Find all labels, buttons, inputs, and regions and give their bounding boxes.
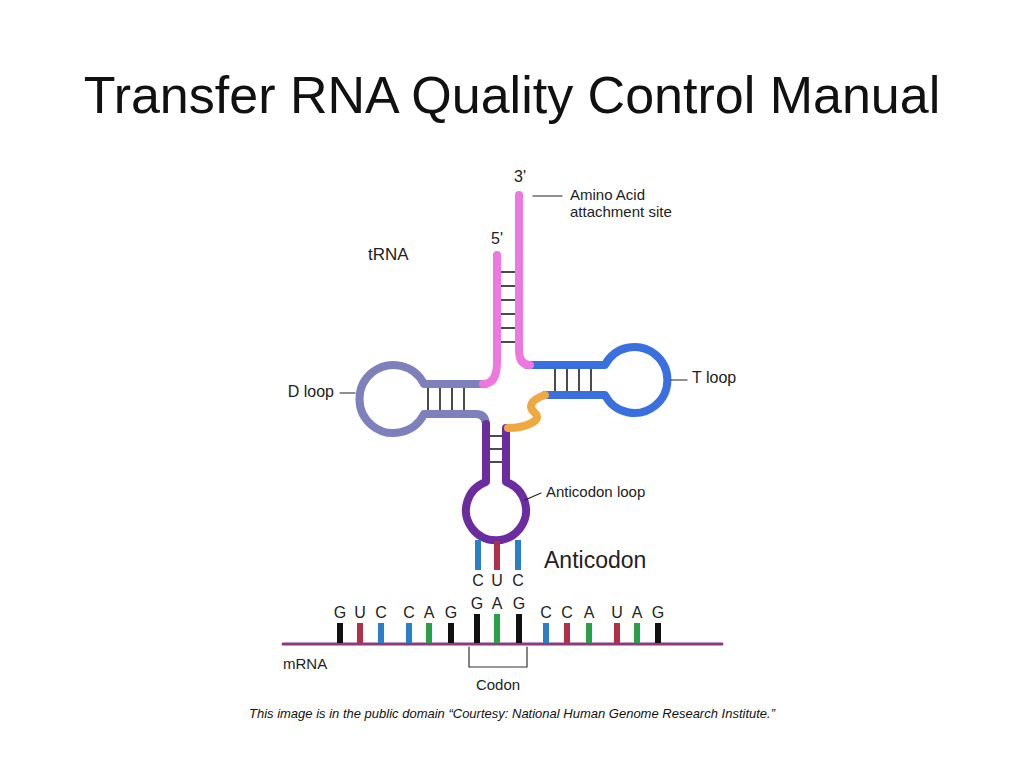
image-caption: This image is in the public domain “Cour… xyxy=(249,707,775,722)
strand-label: mRNA xyxy=(283,655,327,672)
base-bar xyxy=(378,623,384,643)
base-bar xyxy=(494,541,500,570)
bracket-label: Codon xyxy=(476,676,520,693)
page-title: Transfer RNA Quality Control Manual xyxy=(84,66,940,126)
base-bar xyxy=(337,623,343,643)
codon-bracket xyxy=(469,647,527,667)
base-letter: C xyxy=(375,604,387,622)
base-bar xyxy=(406,623,412,643)
t-stem-pairs xyxy=(555,368,591,392)
d-arm xyxy=(359,365,486,433)
base-bar xyxy=(564,623,570,643)
base-bar xyxy=(515,540,521,570)
base-letter: C xyxy=(561,604,573,622)
base-letter: G xyxy=(445,604,457,622)
anticodon-stem-pairs xyxy=(489,436,503,462)
loop-label: D loop xyxy=(288,383,334,401)
t-arm xyxy=(527,347,667,413)
base-bar xyxy=(586,623,592,643)
three-prime-strand xyxy=(519,195,530,365)
anticodon-arm xyxy=(466,424,526,540)
base-bar xyxy=(655,623,661,643)
leader-line xyxy=(533,195,562,196)
acceptor-stem-pairs xyxy=(500,272,516,342)
leader-line xyxy=(671,379,687,380)
base-bar xyxy=(614,623,620,643)
end-label: 5' xyxy=(491,230,503,248)
base-letter: C xyxy=(403,604,415,622)
base-bar xyxy=(426,623,432,643)
d-stem-pairs xyxy=(428,387,464,411)
base-bar xyxy=(494,614,500,643)
base-bar xyxy=(634,623,640,643)
variable-loop xyxy=(508,395,545,428)
loop-label: T loop xyxy=(692,369,736,387)
base-letter: U xyxy=(611,604,623,622)
base-bar xyxy=(475,540,481,570)
base-letter: G xyxy=(471,595,483,613)
base-letter: G xyxy=(652,604,664,622)
leader-line xyxy=(340,392,355,393)
base-letter: A xyxy=(424,604,435,622)
base-bar xyxy=(448,623,454,643)
base-letter: U xyxy=(354,604,366,622)
molecule-label: tRNA xyxy=(368,245,409,265)
base-letter: U xyxy=(491,572,503,590)
base-pair-rungs xyxy=(500,272,516,342)
five-prime-strand xyxy=(483,255,497,384)
base-letter: A xyxy=(632,604,643,622)
callout-label: Amino Acid attachment site xyxy=(570,186,705,221)
base-letter: C xyxy=(512,572,524,590)
base-bar xyxy=(516,614,522,643)
base-letter: A xyxy=(492,595,503,613)
anticodon-label: Anticodon xyxy=(544,547,646,573)
base-bar xyxy=(357,623,363,643)
base-bar xyxy=(543,623,549,643)
base-letter: G xyxy=(334,604,346,622)
base-letter: G xyxy=(513,595,525,613)
leader-line xyxy=(525,493,541,500)
base-letter: A xyxy=(584,604,595,622)
loop-label: Anticodon loop xyxy=(546,483,645,500)
base-bar xyxy=(474,614,480,643)
base-letter: C xyxy=(540,604,552,622)
end-label: 3' xyxy=(514,168,526,186)
base-letter: C xyxy=(472,572,484,590)
